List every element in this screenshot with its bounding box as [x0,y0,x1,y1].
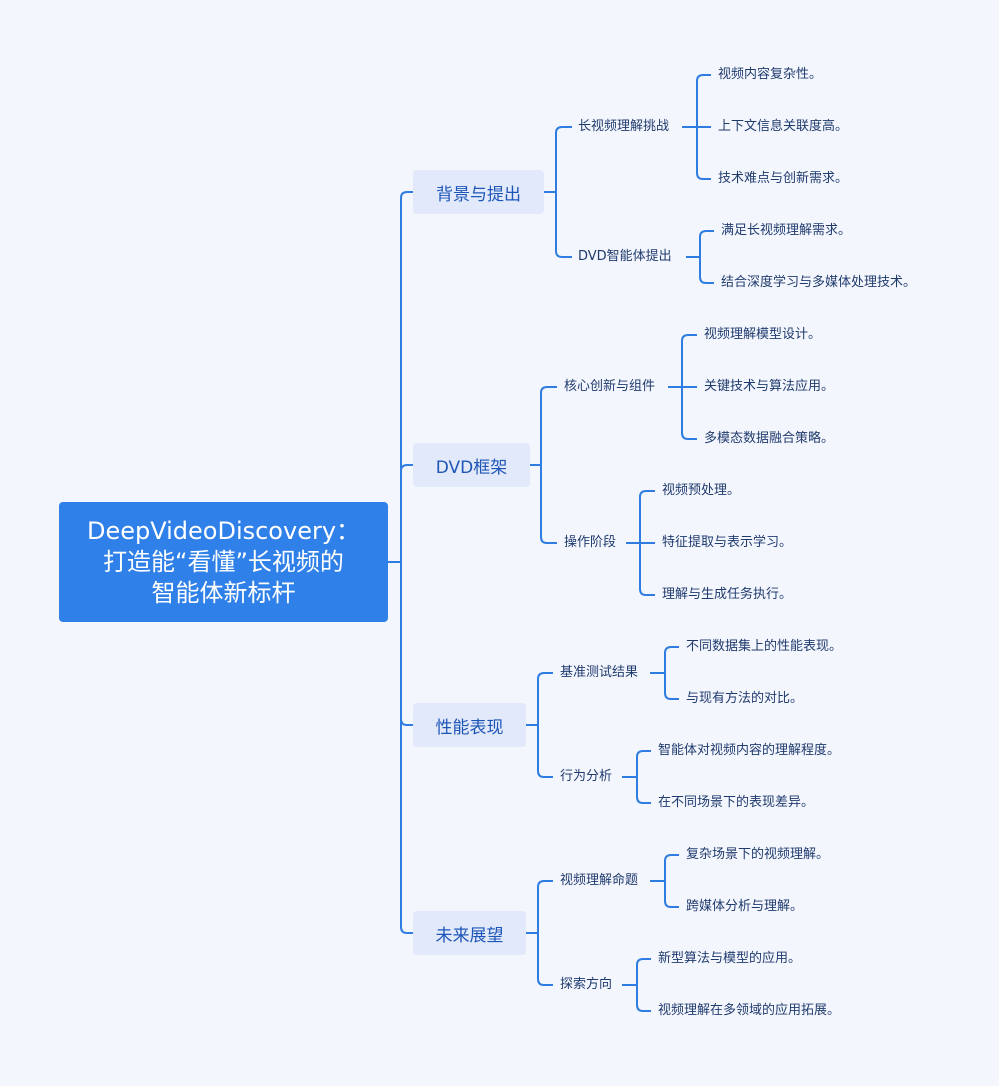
branch-node-dvd-framework[interactable]: DVD框架 [413,443,530,487]
connector-line [650,646,679,700]
sub-node-operation-stages[interactable]: 操作阶段 [564,535,617,550]
connector-line [650,854,679,908]
leaf-node[interactable]: 视频预处理。 [662,483,741,498]
root-title-line-3: 智能体新标杆 [151,578,296,607]
leaf-node[interactable]: 新型算法与模型的应用。 [658,951,802,966]
root-title-line-1: DeepVideoDiscovery： [86,516,361,545]
leaf-node[interactable]: 跨媒体分析与理解。 [686,899,804,914]
leaf-node[interactable]: 特征提取与表示学习。 [662,535,793,550]
connector-line [526,880,553,986]
leaf-node[interactable]: 理解与生成任务执行。 [662,587,793,602]
leaf-node[interactable]: 多模态数据融合策略。 [704,431,835,446]
leaf-node[interactable]: 视频理解在多领域的应用拓展。 [658,1003,841,1018]
connector-line [622,750,651,804]
branch-node-background[interactable]: 背景与提出 [413,170,544,214]
leaf-node[interactable]: 智能体对视频内容的理解程度。 [658,743,841,758]
sub-node-long-video-challenges[interactable]: 长视频理解挑战 [578,119,670,134]
branch-node-future-outlook[interactable]: 未来展望 [413,911,526,955]
root-title-line-2: 打造能“看懂”长视频的 [103,547,344,576]
connector-line [526,672,553,778]
sub-node-video-understanding-topics[interactable]: 视频理解命题 [560,873,639,888]
connector-line [686,230,714,284]
connector-line [682,74,711,180]
leaf-node[interactable]: 复杂场景下的视频理解。 [686,847,830,862]
connector-line [626,490,655,596]
branch-node-performance[interactable]: 性能表现 [413,703,526,747]
leaf-node[interactable]: 视频理解模型设计。 [704,327,822,342]
sub-node-exploration-directions[interactable]: 探索方向 [560,977,613,992]
leaf-node[interactable]: 满足长视频理解需求。 [721,223,852,238]
root-node[interactable]: DeepVideoDiscovery： 打造能“看懂”长视频的 智能体新标杆 [59,502,388,622]
leaf-node[interactable]: 在不同场景下的表现差异。 [658,795,815,810]
leaf-node[interactable]: 技术难点与创新需求。 [718,171,849,186]
connector-line [388,191,413,934]
sub-node-benchmark-results[interactable]: 基准测试结果 [560,665,639,680]
leaf-node[interactable]: 关键技术与算法应用。 [704,379,835,394]
leaf-node[interactable]: 视频内容复杂性。 [718,67,823,82]
sub-node-behavior-analysis[interactable]: 行为分析 [560,769,613,784]
connector-line [544,126,572,258]
connector-line [668,334,697,440]
leaf-node[interactable]: 不同数据集上的性能表现。 [686,639,843,654]
leaf-node[interactable]: 结合深度学习与多媒体处理技术。 [721,275,917,290]
leaf-node[interactable]: 与现有方法的对比。 [686,691,804,706]
connector-line [530,386,557,544]
sub-node-core-innovation[interactable]: 核心创新与组件 [564,379,656,394]
connector-line [622,958,651,1012]
leaf-node[interactable]: 上下文信息关联度高。 [718,119,849,134]
sub-node-dvd-agent-proposal[interactable]: DVD智能体提出 [578,249,672,264]
